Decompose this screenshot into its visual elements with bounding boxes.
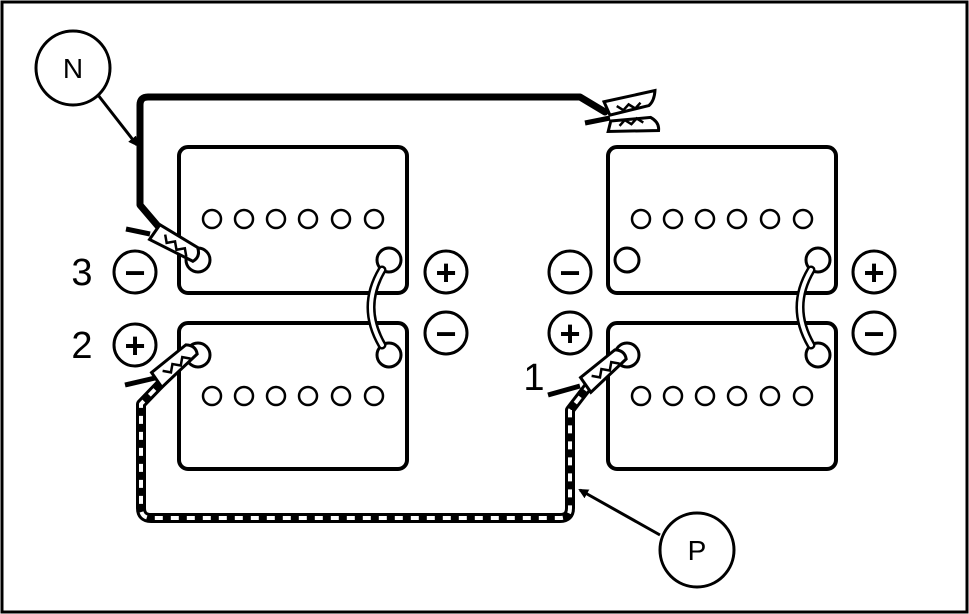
callout-negative: N <box>34 29 139 147</box>
cable-tail <box>124 375 156 388</box>
negative-cable <box>136 93 609 236</box>
clamp-3-icon <box>147 222 200 263</box>
cell-caps <box>201 208 385 230</box>
battery-left-lower <box>177 321 409 471</box>
clamp-2-icon <box>149 343 199 390</box>
cable-tail <box>547 383 581 398</box>
battery-left-upper <box>177 145 409 295</box>
minus-sign: − <box>435 313 456 354</box>
terminal-negative-icon <box>613 246 641 274</box>
plus-sign: + <box>559 313 580 354</box>
polarity-symbol-negative-right-bottom: − <box>851 310 897 356</box>
callout-p-label: P <box>688 535 707 566</box>
callout-n-label: N <box>63 53 83 84</box>
polarity-symbol-positive-right-bottom: + <box>547 310 593 356</box>
cell-caps <box>630 208 814 230</box>
series-link-left <box>366 265 387 350</box>
positive-cable-stripes <box>139 376 592 520</box>
polarity-symbol-negative-right-top: − <box>547 249 593 295</box>
cable-tail <box>584 115 611 126</box>
minus-sign: − <box>124 252 145 293</box>
cable-tail <box>125 226 151 237</box>
polarity-symbol-positive-left-top: + <box>423 249 469 295</box>
battery-right-lower <box>606 321 838 471</box>
order-label-1: 1 <box>523 357 544 399</box>
polarity-symbol-positive-right-top: + <box>851 249 897 295</box>
loose-clamp-icon <box>601 88 661 134</box>
minus-sign: − <box>559 252 580 293</box>
battery-right-upper <box>606 145 838 295</box>
cell-caps <box>201 385 385 407</box>
polarity-symbol-negative-left-top: − <box>112 249 158 295</box>
series-link-right <box>795 265 816 350</box>
minus-sign: − <box>863 313 884 354</box>
plus-sign: + <box>863 252 884 293</box>
plus-sign: + <box>124 325 145 366</box>
clamp-1-icon <box>578 348 628 395</box>
order-label-2: 2 <box>71 325 92 367</box>
cell-caps <box>630 385 814 407</box>
polarity-symbol-positive-left-bottom: + <box>112 322 158 368</box>
callout-positive: P <box>578 488 736 589</box>
plus-sign: + <box>435 252 456 293</box>
polarity-symbol-negative-left-bottom: − <box>423 310 469 356</box>
order-label-3: 3 <box>71 252 92 294</box>
